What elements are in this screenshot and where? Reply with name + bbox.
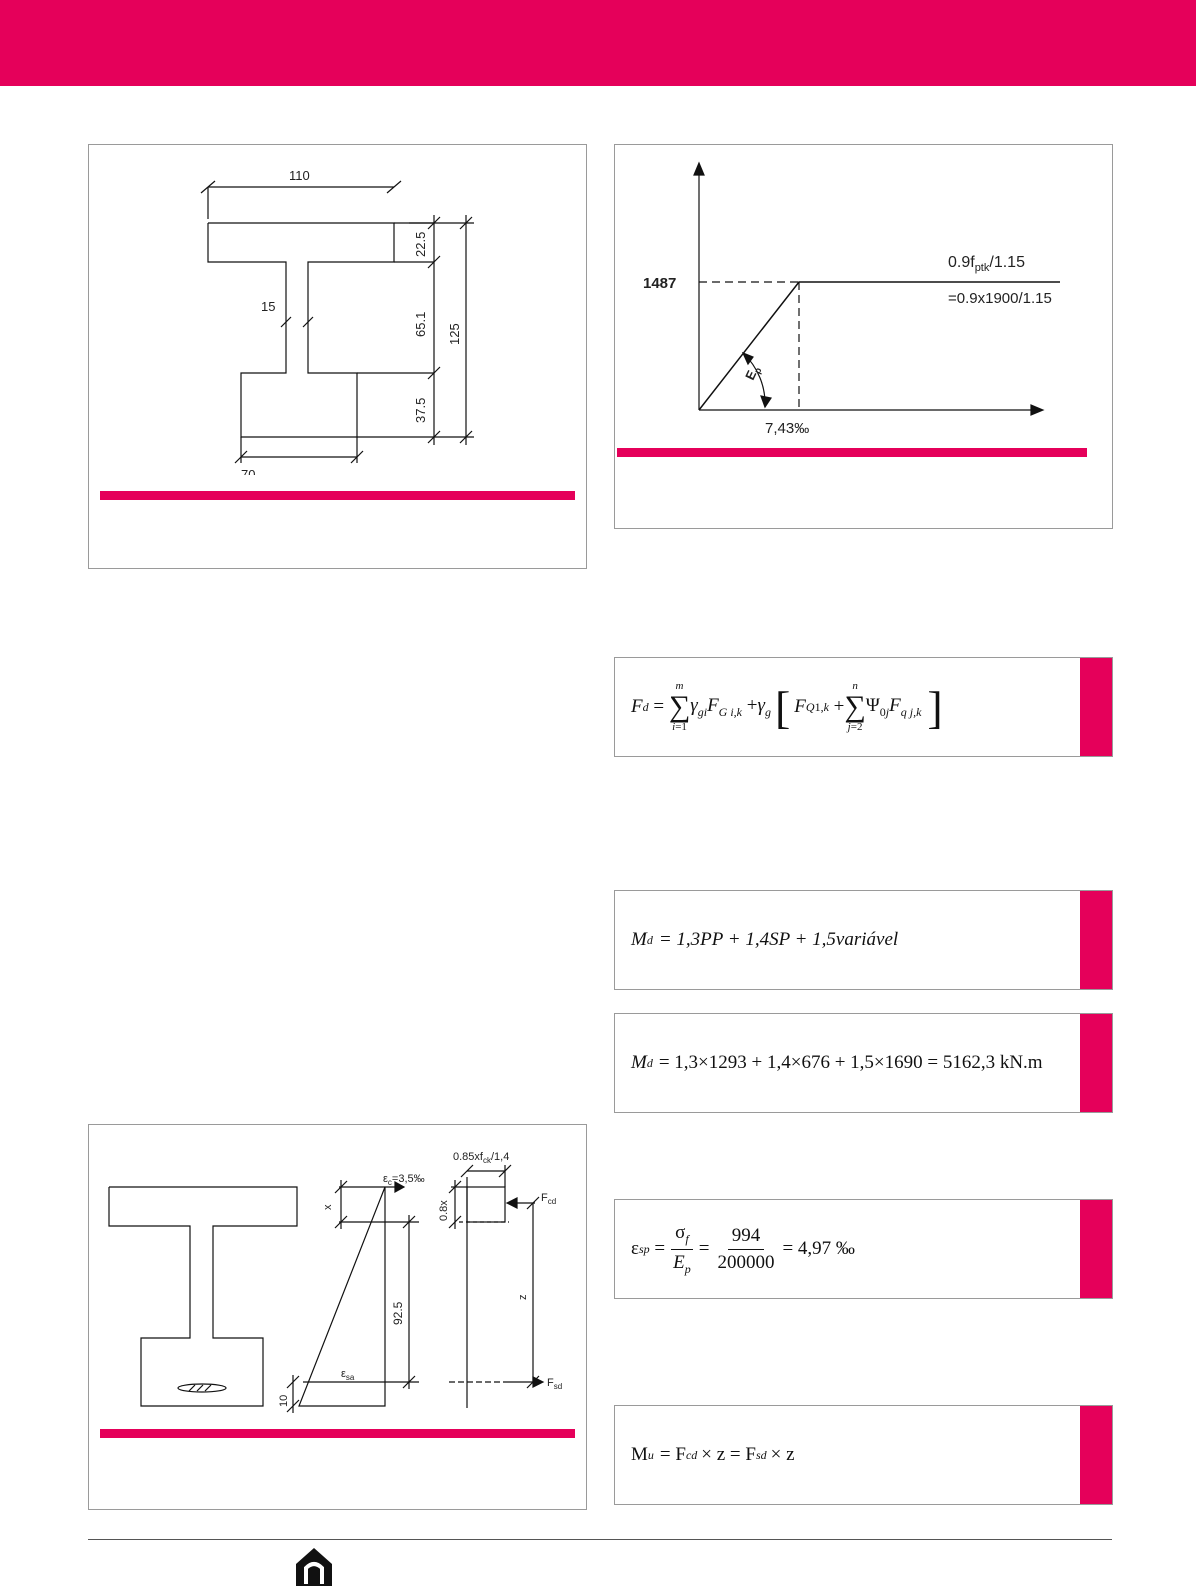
caption-accent-bar [100,491,575,500]
slope-label: Ep [742,363,764,383]
dim-bottom-width: 70 [241,467,255,475]
fcd-label: Fcd [541,1192,556,1206]
steel-strain-label: εsa [341,1368,355,1382]
equation-tab [1080,1014,1112,1112]
section-analysis-drawing: εc=3,5‰ 0.85xfck/1,4 x 0.8x 92.5 z 10 εs… [108,1151,562,1413]
plateau-label-line2: =0.9x1900/1.15 [948,290,1052,307]
publisher-logo-icon [296,1548,332,1586]
dim-web: 15 [261,299,275,314]
strain-top-label: εc=3,5‰ [383,1173,425,1187]
equation-tab [1080,1406,1112,1504]
dim-flange-bottom: 37.5 [413,398,428,423]
neutral-axis-label: x [322,1204,334,1210]
figure-stress-strain: 1487 7,43‰ 0.9fptk/1.15 =0.9x1900/1.15 E… [614,144,1113,529]
figure-cross-section: 110 15 70 22.5 65.1 125 37.5 [88,144,587,569]
caption-accent-bar [100,1429,575,1438]
equation-tab [1080,658,1112,756]
cover-label: 10 [278,1395,290,1407]
x-value-label: 7,43‰ [765,420,809,437]
stress-block-label: 0.85xfck/1,4 [453,1151,509,1165]
dim-flange-top: 22.5 [413,232,428,257]
cross-section-drawing: 110 15 70 22.5 65.1 125 37.5 [200,168,474,475]
dim-web-height: 65.1 [413,312,428,337]
stress-strain-drawing: 1487 7,43‰ 0.9fptk/1.15 =0.9x1900/1.15 E… [643,161,1060,437]
block-depth-label: 0.8x [438,1200,450,1221]
dim-top-width: 110 [289,168,310,183]
equation-tab [1080,891,1112,989]
fsd-label: Fsd [547,1377,562,1391]
footer-rule [88,1539,1112,1540]
header-bar [0,0,1196,86]
effective-depth-label: 92.5 [391,1301,405,1325]
dim-total: 125 [447,323,462,345]
plateau-label-line1: 0.9fptk/1.15 [948,254,1025,274]
lever-arm-label: z [517,1295,529,1301]
figure-section-analysis: εc=3,5‰ 0.85xfck/1,4 x 0.8x 92.5 z 10 εs… [88,1124,587,1510]
caption-accent-bar [617,448,1087,457]
equation-tab [1080,1200,1112,1298]
y-value-label: 1487 [643,275,676,292]
